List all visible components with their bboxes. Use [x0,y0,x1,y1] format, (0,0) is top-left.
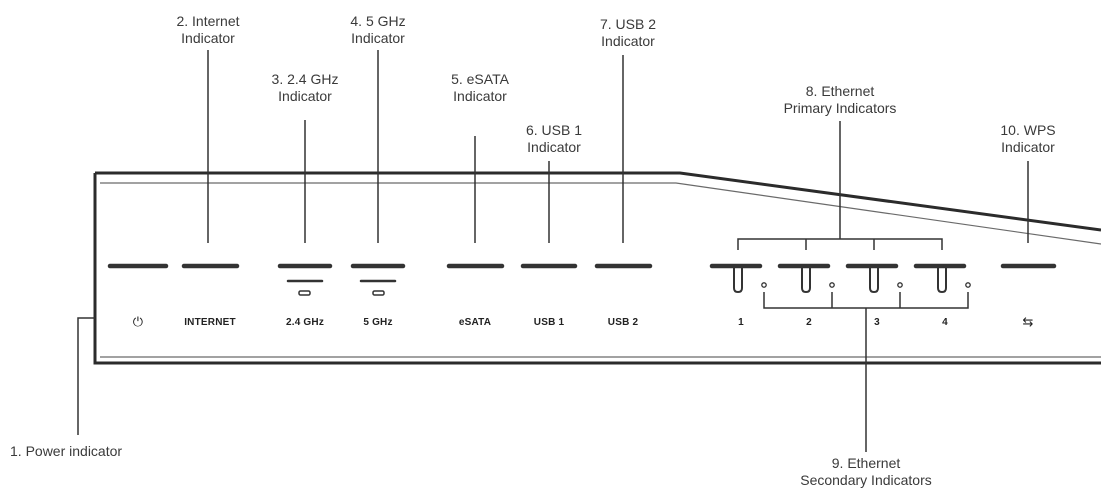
ghz24-callout-line1: 3. 2.4 GHz [271,71,339,87]
router-inner-outline [100,182,1101,245]
eth-primary-callout-line1: 8. Ethernet [805,83,875,99]
usb2-callout-line2: Indicator [601,33,655,49]
leader-lines [77,50,1029,452]
usb1-callout: 6. USB 1 Indicator [499,122,609,156]
router-body [93,171,1101,365]
eth3-panel-label: 3 [874,317,880,328]
eth4-stem [937,268,947,294]
eth3-stem [869,268,879,294]
eth4-secondary-dot [965,282,971,288]
wps-icon: ⇆ [1022,314,1034,329]
ghz24-callout: 3. 2.4 GHz Indicator [255,71,355,105]
esata-callout-line1: 5. eSATA [451,71,509,87]
power-icon: ⏻ [132,314,144,329]
ghz24-sub-dot [298,290,311,296]
eth3-secondary-dot [897,282,903,288]
eth1-secondary-dot [761,282,767,288]
eth-secondary-bracket [763,292,969,452]
esata-callout: 5. eSATA Indicator [425,71,535,105]
eth2-stem [801,268,811,294]
eth-primary-bracket [737,121,943,250]
usb1-callout-line2: Indicator [527,139,581,155]
eth2-panel-label: 2 [806,317,812,328]
router-outline [93,171,1101,365]
power-callout: 1. Power indicator [10,443,122,460]
esata-panel-label: eSATA [458,317,492,328]
internet-callout: 2. Internet Indicator [158,13,258,47]
wps-callout-line1: 10. WPS [1000,122,1056,138]
ghz5-callout-line2: Indicator [351,30,405,46]
power-leader [77,317,95,435]
eth4-panel-label: 4 [942,317,948,328]
ghz24-panel-label: 2.4 GHz [285,317,325,328]
power-callout-line1: 1. Power indicator [10,443,123,459]
usb2-panel-label: USB 2 [607,317,639,328]
eth2-secondary-dot [829,282,835,288]
ghz5-sub-dot [372,290,385,296]
ghz5-callout-line1: 4. 5 GHz [350,13,406,29]
internet-callout-line2: Indicator [181,30,235,46]
eth-primary-callout: 8. Ethernet Primary Indicators [770,83,910,117]
usb2-callout: 7. USB 2 Indicator [573,16,683,50]
wps-callout-line2: Indicator [1001,139,1055,155]
ghz5-panel-label: 5 GHz [363,317,393,328]
wifi-sub-indicators [286,279,397,296]
eth-secondary-callout-line2: Secondary Indicators [800,472,932,488]
wps-callout: 10. WPS Indicator [978,122,1078,156]
internet-callout-line1: 2. Internet [176,13,240,29]
eth-secondary-callout-line1: 9. Ethernet [831,455,901,471]
eth1-stem [733,268,743,294]
ethernet-stems [733,268,971,294]
usb1-callout-line1: 6. USB 1 [525,122,583,138]
esata-callout-line2: Indicator [453,88,507,104]
usb2-callout-line1: 7. USB 2 [599,16,657,32]
ghz5-callout: 4. 5 GHz Indicator [328,13,428,47]
usb1-panel-label: USB 1 [533,317,565,328]
eth1-panel-label: 1 [738,317,744,328]
eth-secondary-callout: 9. Ethernet Secondary Indicators [796,455,936,489]
eth-primary-callout-line2: Primary Indicators [783,100,897,116]
ghz24-callout-line2: Indicator [278,88,332,104]
internet-panel-label: INTERNET [184,317,236,328]
